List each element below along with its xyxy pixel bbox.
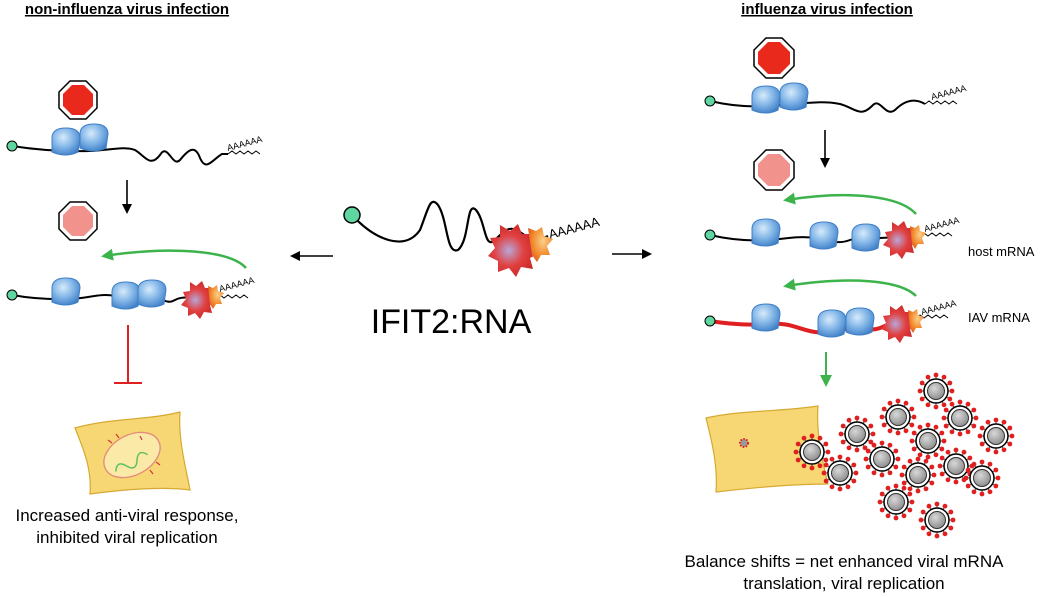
ribosome-icon	[751, 303, 875, 338]
left-caption-line-1: Increased anti-viral response,	[15, 506, 238, 525]
left-heading: non-influenza virus infection	[25, 1, 229, 18]
left-mrna-1	[6, 140, 261, 166]
virion-icon	[793, 433, 831, 471]
poly-a-label: AAAAAA	[218, 275, 255, 294]
cap-icon	[704, 95, 716, 107]
poly-a-label: AAAAAA	[923, 215, 960, 234]
poly-a-label: AAAAAA	[930, 83, 967, 102]
virion-icon	[977, 417, 1015, 455]
stop-sign-faded-icon	[753, 149, 795, 191]
stop-sign-icon	[753, 37, 795, 79]
virion-icon	[941, 399, 979, 437]
stop-sign-icon	[58, 80, 98, 120]
cell-icon	[74, 411, 191, 495]
cap-icon	[6, 140, 18, 152]
cap-icon	[6, 289, 18, 301]
right-heading: influenza virus infection	[741, 1, 913, 18]
virion-icon	[899, 456, 937, 494]
virion-icon	[937, 447, 975, 485]
ribosome-icon	[51, 123, 109, 156]
center-label: IFIT2:RNA	[371, 303, 532, 341]
ifit2-protein-icon	[881, 305, 924, 343]
stop-sign-faded-icon	[58, 201, 98, 241]
green-arrow-right-2	[783, 278, 917, 297]
ifit2-protein-icon	[181, 281, 224, 319]
center-poly-a: AAAAAA	[547, 214, 601, 242]
inhibition-symbol	[114, 325, 142, 384]
ribosome-icon	[751, 82, 809, 114]
left-caption-line-2: inhibited viral replication	[36, 528, 217, 547]
right-caption-line-1: Balance shifts = net enhanced viral mRNA	[685, 552, 1005, 571]
ribosome-icon	[111, 279, 167, 310]
virion-cluster	[793, 372, 1015, 539]
virion-icon	[877, 483, 915, 521]
ifit2-protein-icon	[488, 224, 553, 277]
ifit2-protein-icon	[883, 221, 926, 259]
cap-icon	[343, 206, 361, 224]
right-mrna-1	[704, 95, 958, 113]
virion-icon	[821, 454, 859, 492]
green-arrow-right-1	[783, 192, 917, 215]
poly-a-label: AAAAAA	[226, 134, 263, 153]
infected-cell-icon	[705, 405, 829, 493]
virion-icon	[918, 501, 956, 539]
green-arrow-left	[101, 248, 247, 269]
host-mrna-label: host mRNA	[968, 244, 1035, 259]
ribosome-icon	[751, 218, 881, 252]
virion-icon	[879, 398, 917, 436]
iav-mrna-label: IAV mRNA	[968, 310, 1030, 325]
virion-icon	[863, 440, 901, 478]
cap-icon	[704, 315, 716, 327]
poly-a-label: AAAAAA	[920, 298, 957, 317]
right-caption-line-2: translation, viral replication	[743, 574, 944, 593]
virion-icon	[917, 372, 955, 410]
ribosome-icon	[51, 277, 81, 306]
virion-icon	[909, 422, 947, 460]
cap-icon	[704, 229, 716, 241]
virion-icon	[963, 459, 1001, 497]
virion-icon	[838, 415, 876, 453]
